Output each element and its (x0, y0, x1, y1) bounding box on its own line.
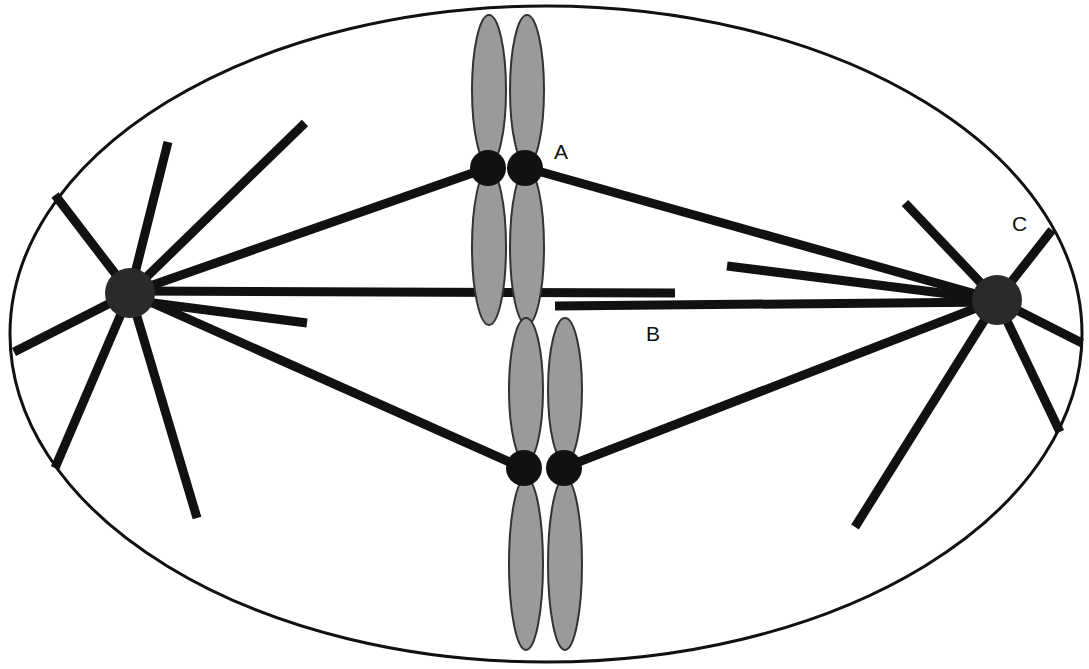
part-letter: B (644, 322, 662, 345)
part-letter: C (1010, 212, 1029, 235)
centromeres (470, 150, 582, 486)
centrosomes (105, 268, 1022, 325)
spindle-fibres (14, 123, 1082, 527)
cell-membrane (10, 6, 1082, 662)
part-letter: A (552, 140, 570, 163)
chromatids (472, 15, 582, 650)
